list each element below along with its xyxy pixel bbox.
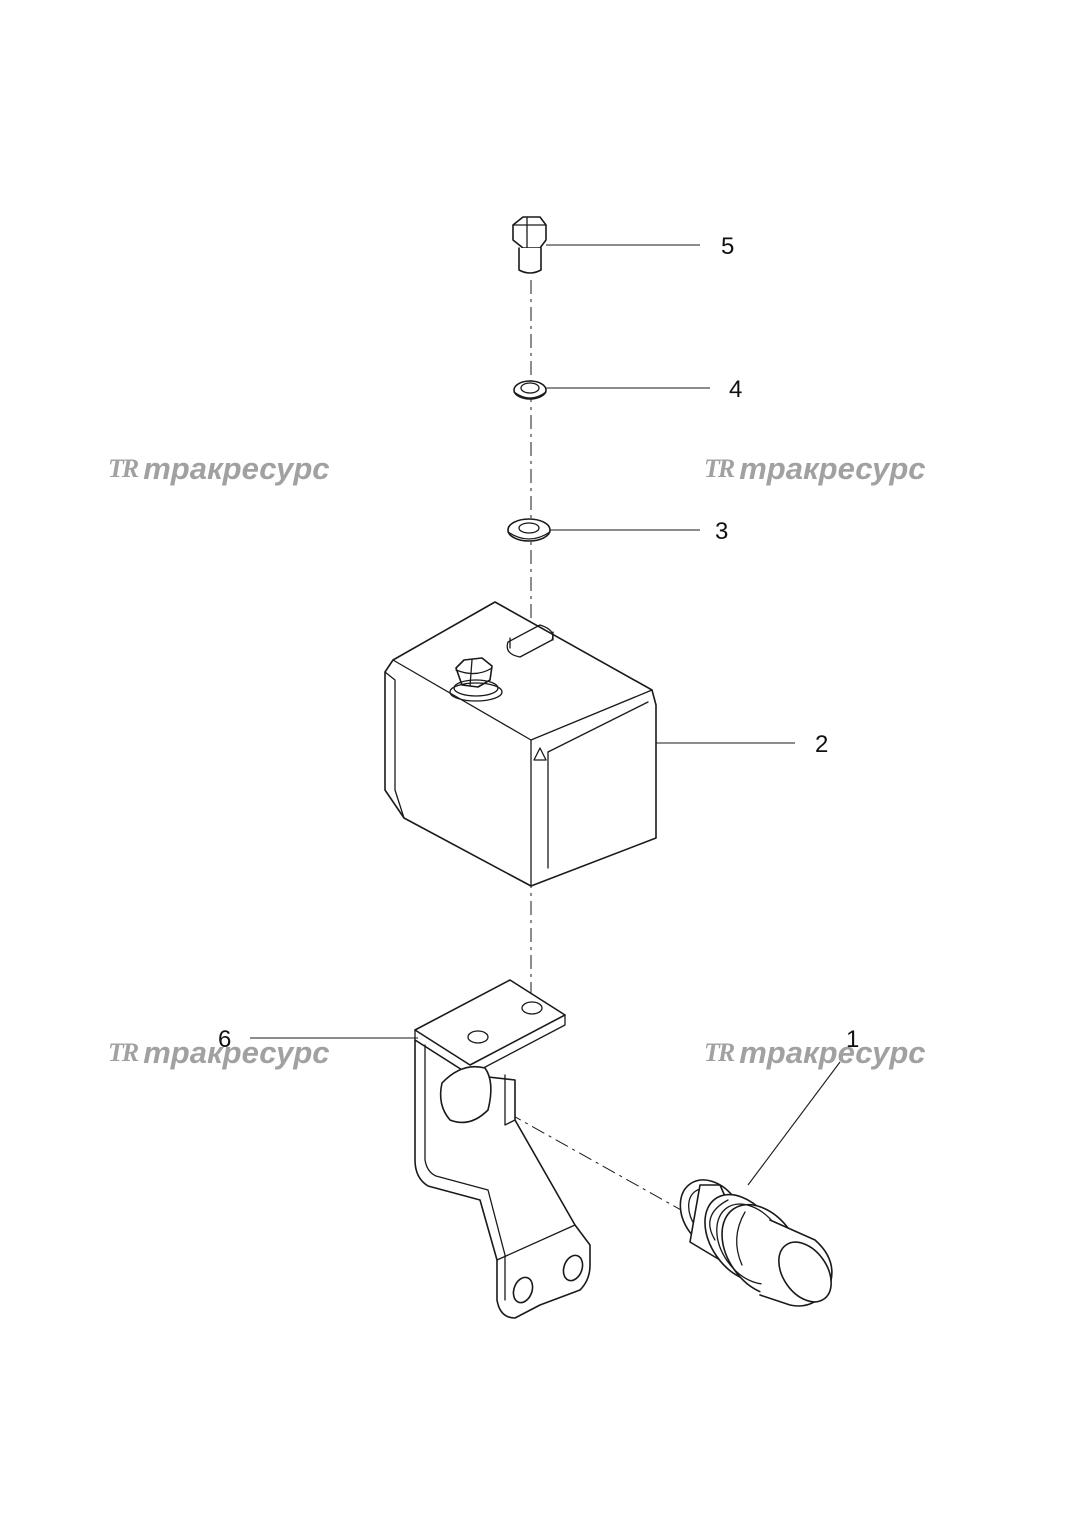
watermark-logo: TR xyxy=(108,454,139,483)
callout-1: 1 xyxy=(846,1026,860,1053)
callout-6: 6 xyxy=(218,1026,232,1053)
watermark-logo: TR xyxy=(704,454,735,483)
flat-washer-part-3 xyxy=(507,518,551,542)
callout-5: 5 xyxy=(721,233,735,260)
watermark-logo: TR xyxy=(704,1038,735,1067)
cover-box-part-2 xyxy=(384,601,657,887)
watermark-text: тракресурс xyxy=(739,1035,926,1070)
plug-part-1 xyxy=(679,1179,833,1307)
callout-2: 2 xyxy=(815,731,829,758)
watermark: TR тракресурс xyxy=(108,451,330,487)
bracket-part-6 xyxy=(414,979,591,1319)
assembly-axis-diagonal xyxy=(484,1099,691,1216)
callout-4: 4 xyxy=(729,376,743,403)
leader-1 xyxy=(747,1061,841,1186)
bolt-part-5 xyxy=(512,216,547,274)
callout-3: 3 xyxy=(715,518,729,545)
watermark: TR тракресурс xyxy=(704,451,926,487)
watermark-text: тракресурс xyxy=(143,451,330,486)
spring-washer-part-4 xyxy=(513,380,547,400)
watermark: TR тракресурс xyxy=(704,1035,926,1071)
watermark-logo: TR xyxy=(108,1038,139,1067)
watermark-text: тракресурс xyxy=(739,451,926,486)
watermark: TR тракресурс xyxy=(108,1035,330,1071)
watermark-text: тракресурс xyxy=(143,1035,330,1070)
